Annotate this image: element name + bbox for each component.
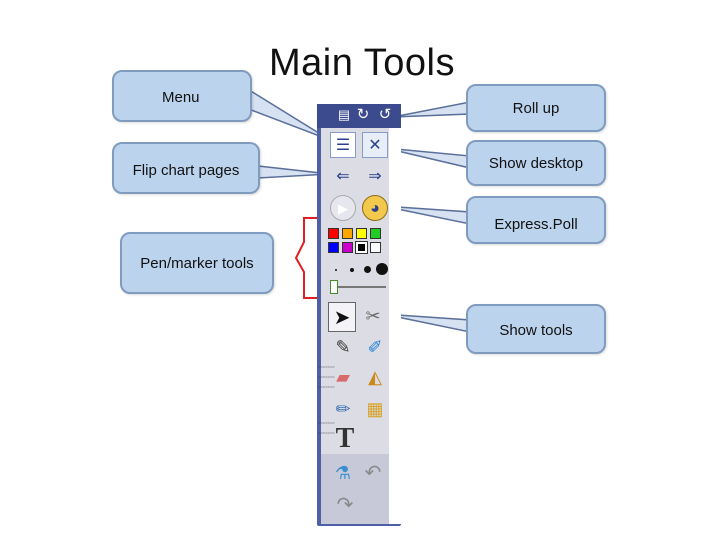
fill-bucket-icon[interactable]: ◭ xyxy=(368,367,382,387)
color-swatch-yellow[interactable] xyxy=(356,228,367,239)
pen-icon[interactable]: ✎ xyxy=(335,337,351,357)
pen-marker-tools-callout: Pen/marker tools xyxy=(120,232,274,294)
roll-up-callout-label: Roll up xyxy=(512,100,560,117)
magic-pen-icon[interactable]: ✏ xyxy=(335,399,351,419)
rollup-connector xyxy=(392,101,471,118)
menu-callout-label: Menu xyxy=(162,89,200,106)
resource-icon[interactable]: ▦ xyxy=(366,399,384,419)
pen-size-xs[interactable] xyxy=(335,269,337,271)
pen-size-s[interactable] xyxy=(350,268,354,272)
flip-next-icon[interactable]: ⇒ xyxy=(368,168,382,185)
page-title: Main Tools xyxy=(269,42,455,84)
color-swatch-purple[interactable] xyxy=(342,242,353,253)
color-swatch-green[interactable] xyxy=(370,228,381,239)
express-poll-callout-label: Express.Poll xyxy=(494,216,578,233)
toolbar-bottom xyxy=(321,454,389,524)
flip-prev-icon[interactable]: ⇐ xyxy=(336,168,350,185)
color-swatch-red[interactable] xyxy=(328,228,339,239)
page-thumbnail-lines: ≡≡≡≡≡≡≡ xyxy=(318,366,335,370)
pen-width-slider-track[interactable] xyxy=(330,286,386,288)
clipboard-icon[interactable]: ▤ xyxy=(337,107,351,122)
flip-chart-pages-callout-label: Flip chart pages xyxy=(132,162,240,179)
color-swatch-black[interactable] xyxy=(355,241,368,254)
desktop-tools-icon[interactable]: ✕ xyxy=(362,132,388,158)
pen-tools-bracket xyxy=(294,217,318,299)
clear-icon[interactable]: ⚗ xyxy=(334,463,352,483)
page-thumbnail-lines: ≡≡≡≡≡≡≡ xyxy=(318,422,335,426)
express-poll-callout: Express.Poll xyxy=(466,196,606,244)
page-thumbnail-lines: ≡≡≡≡≡≡≡ xyxy=(318,376,335,380)
color-swatch-white[interactable] xyxy=(370,242,381,253)
page-thumbnail-lines: ≡≡≡≡≡≡≡ xyxy=(318,432,335,436)
show-desktop-callout-label: Show desktop xyxy=(488,155,584,172)
color-swatch-blue[interactable] xyxy=(328,242,339,253)
roll-up-callout: Roll up xyxy=(466,84,606,132)
page-thumbnail-lines: ≡≡≡≡≡≡≡ xyxy=(318,386,335,390)
highlighter-icon[interactable]: ✐ xyxy=(367,337,383,357)
text-icon[interactable]: T xyxy=(335,423,355,454)
show-desktop-callout: Show desktop xyxy=(466,140,606,186)
refresh-icon[interactable]: ↻ xyxy=(356,106,370,123)
toolbar-left-edge xyxy=(317,128,321,524)
pen-marker-tools-callout-label: Pen/marker tools xyxy=(140,255,254,272)
toolbar-right-strip xyxy=(389,128,401,524)
tools-icon[interactable]: ✂ xyxy=(365,306,381,326)
show-tools-callout: Show tools xyxy=(466,304,606,354)
toolbar-header xyxy=(317,104,401,128)
pen-width-slider-handle[interactable] xyxy=(330,280,338,294)
redo-icon[interactable]: ↷ xyxy=(336,494,354,516)
undo-icon[interactable]: ↶ xyxy=(364,462,382,484)
eraser-icon[interactable]: ▰ xyxy=(336,367,350,387)
play-icon[interactable]: ▶ xyxy=(330,195,356,221)
menu-icon[interactable]: ☰ xyxy=(330,132,356,158)
pen-size-l[interactable] xyxy=(376,263,388,275)
show-tools-callout-label: Show tools xyxy=(499,322,573,339)
color-swatch-orange[interactable] xyxy=(342,228,353,239)
pen-size-m[interactable] xyxy=(364,266,371,273)
roll-up-icon[interactable]: ↺ xyxy=(378,106,392,123)
flip-chart-pages-callout: Flip chart pages xyxy=(112,142,260,194)
select-arrow-icon[interactable]: ➤ xyxy=(328,302,356,332)
express-poll-icon[interactable]: ◕ xyxy=(362,195,388,221)
menu-callout: Menu xyxy=(112,70,252,122)
